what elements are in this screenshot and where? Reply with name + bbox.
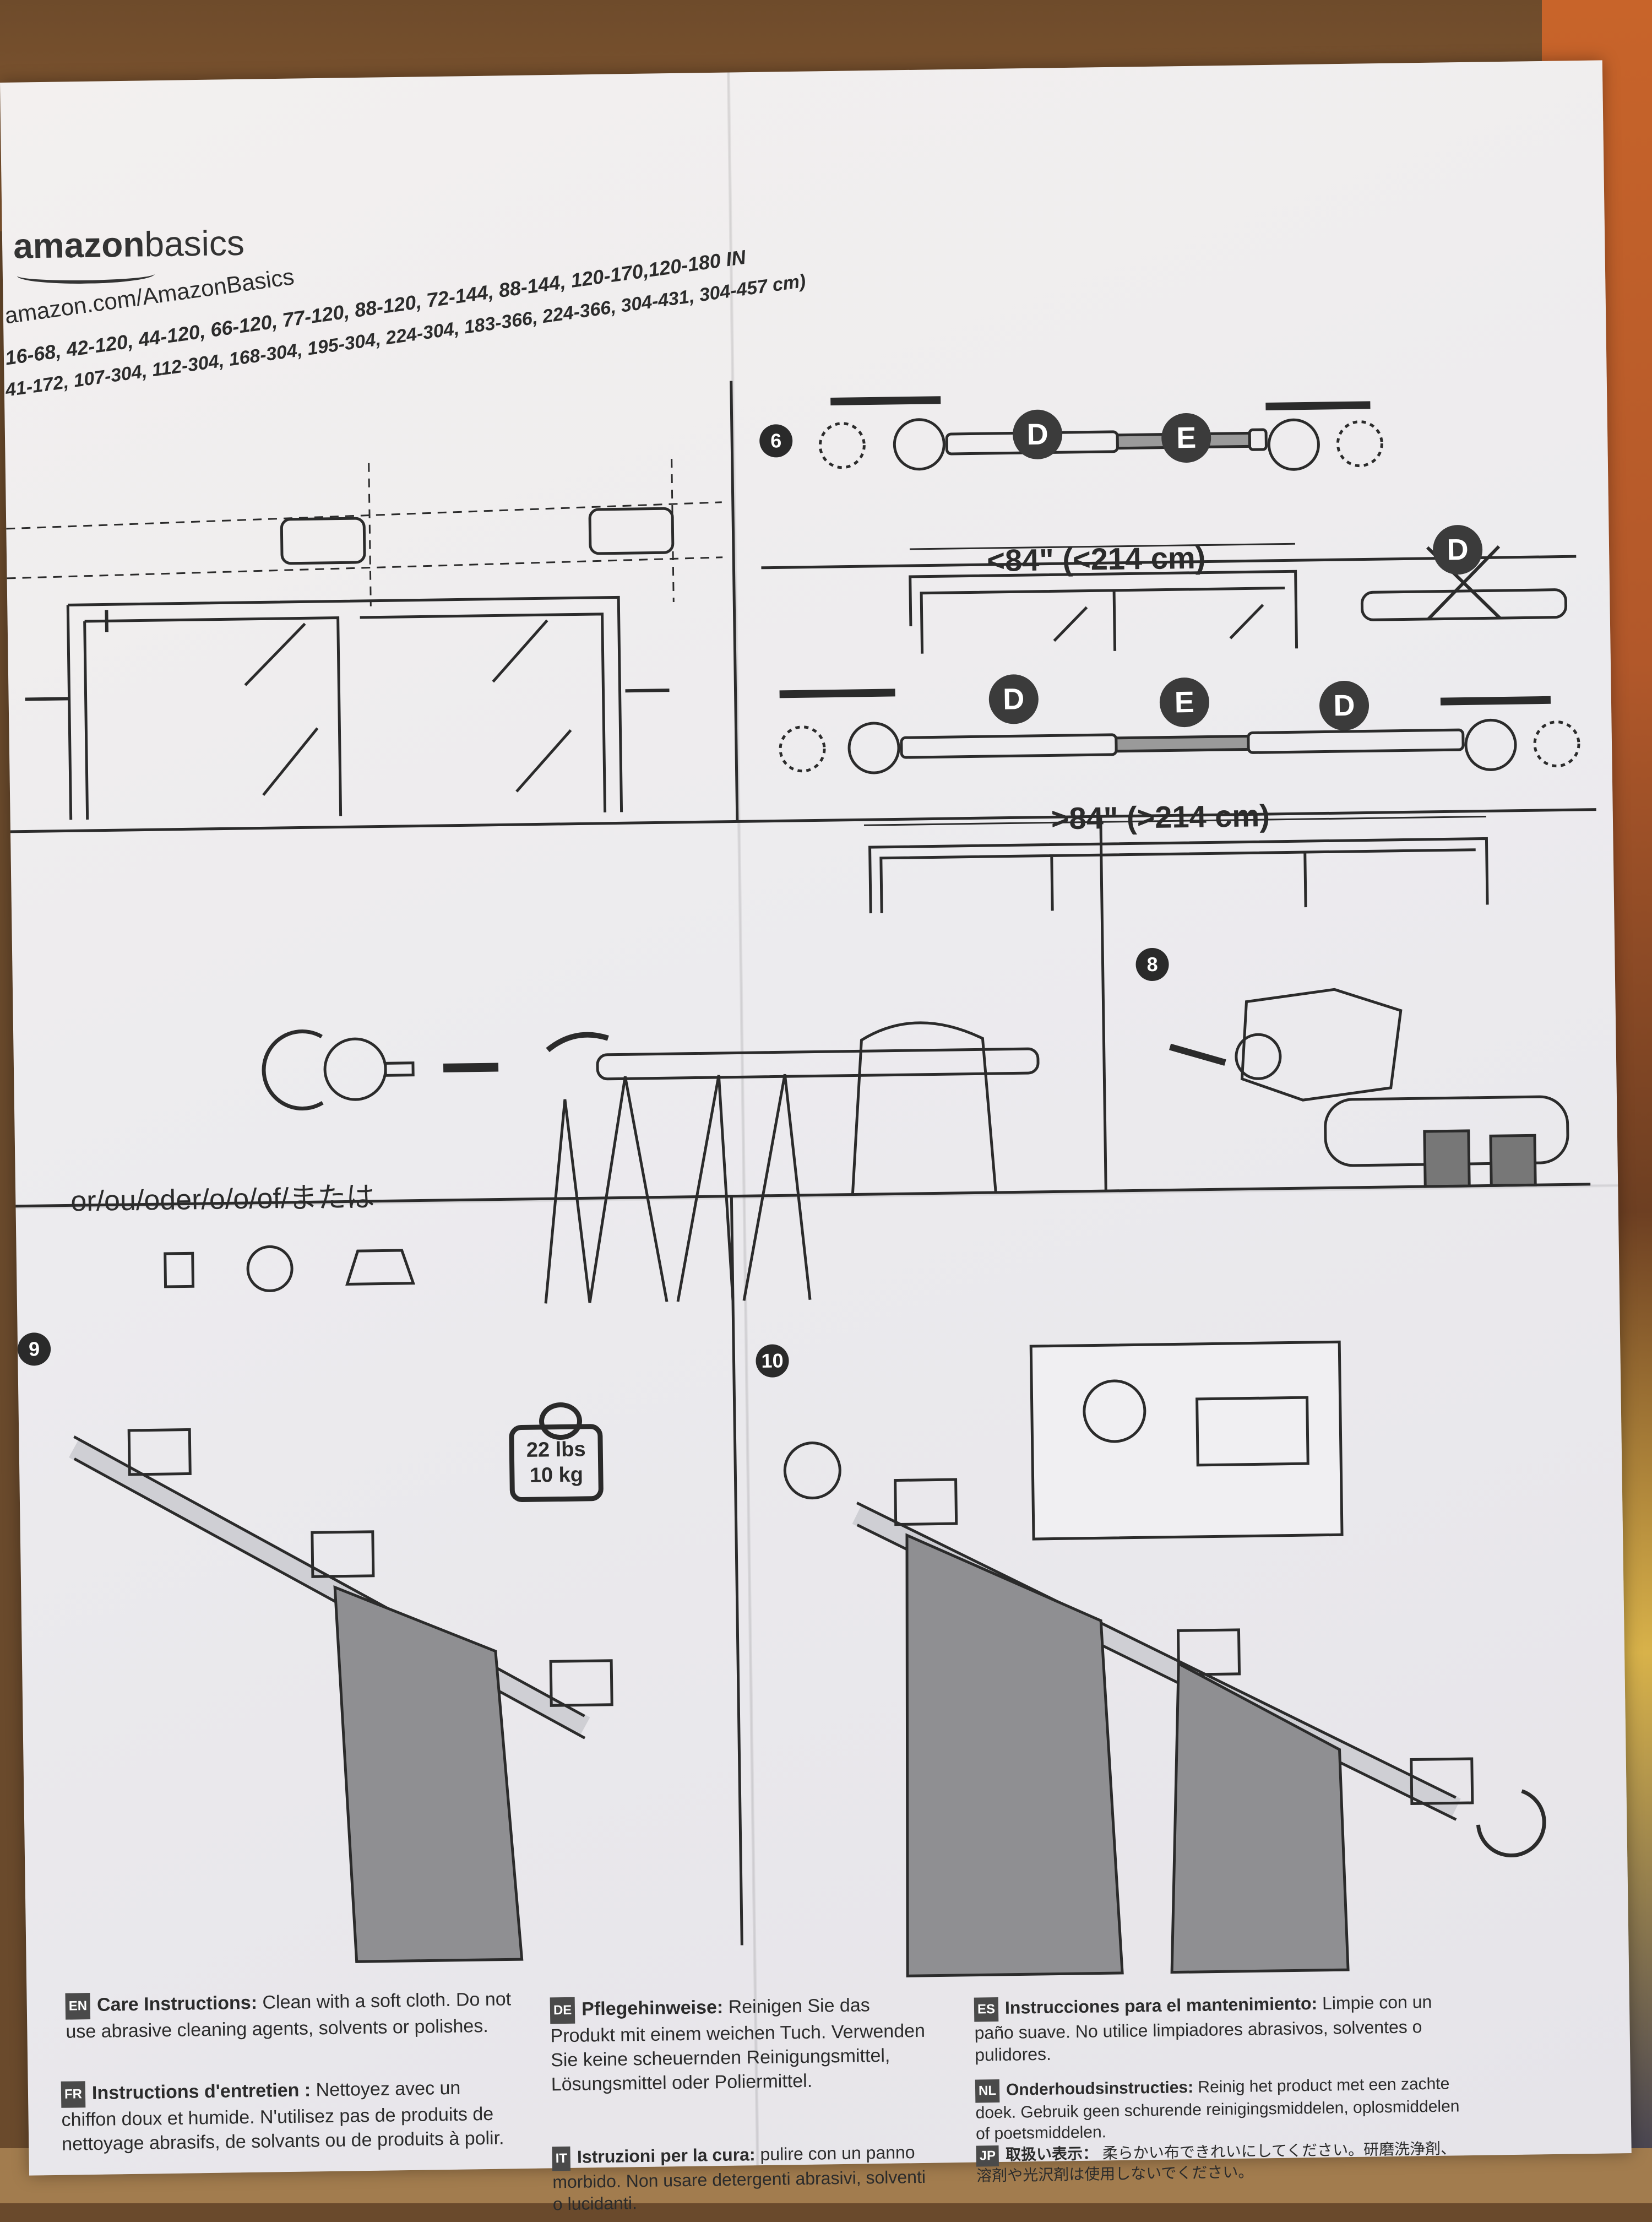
lang-badge-nl: NL xyxy=(975,2079,1000,2103)
rod-final-diagram xyxy=(783,1340,1546,1977)
dimension-long: >84" (>214 cm) xyxy=(1051,798,1270,836)
finial-options-text: or/ou/oder/o/o/of/または xyxy=(70,1181,375,1218)
lang-badge-es: ES xyxy=(974,1997,999,2022)
assembly-diagrams xyxy=(6,381,1596,1977)
weight-limit-icon: 22 lbs 10 kg xyxy=(509,1423,604,1503)
bracket-insert-diagram xyxy=(1169,988,1569,1188)
rod-on-brackets-diagram xyxy=(69,1428,613,1963)
curtain-hanging-diagram xyxy=(544,1021,1040,1304)
weight-kg: 10 kg xyxy=(529,1463,584,1487)
lang-badge-it: IT xyxy=(552,2146,571,2171)
instruction-sheet: amazonbasics amazon.com/AmazonBasics 16-… xyxy=(0,60,1632,2214)
finial-diagram xyxy=(164,1029,499,1292)
rod-diagram-long xyxy=(779,689,1580,914)
dimension-short: <84" (<214 cm) xyxy=(986,540,1206,578)
lang-badge-jp: JP xyxy=(976,2145,999,2167)
lang-badge-de: DE xyxy=(550,1997,575,2024)
window-diagram xyxy=(6,459,723,820)
weight-lbs: 22 lbs xyxy=(526,1438,586,1462)
lang-badge-en: EN xyxy=(65,1993,91,2020)
lang-badge-fr: FR xyxy=(61,2081,86,2108)
